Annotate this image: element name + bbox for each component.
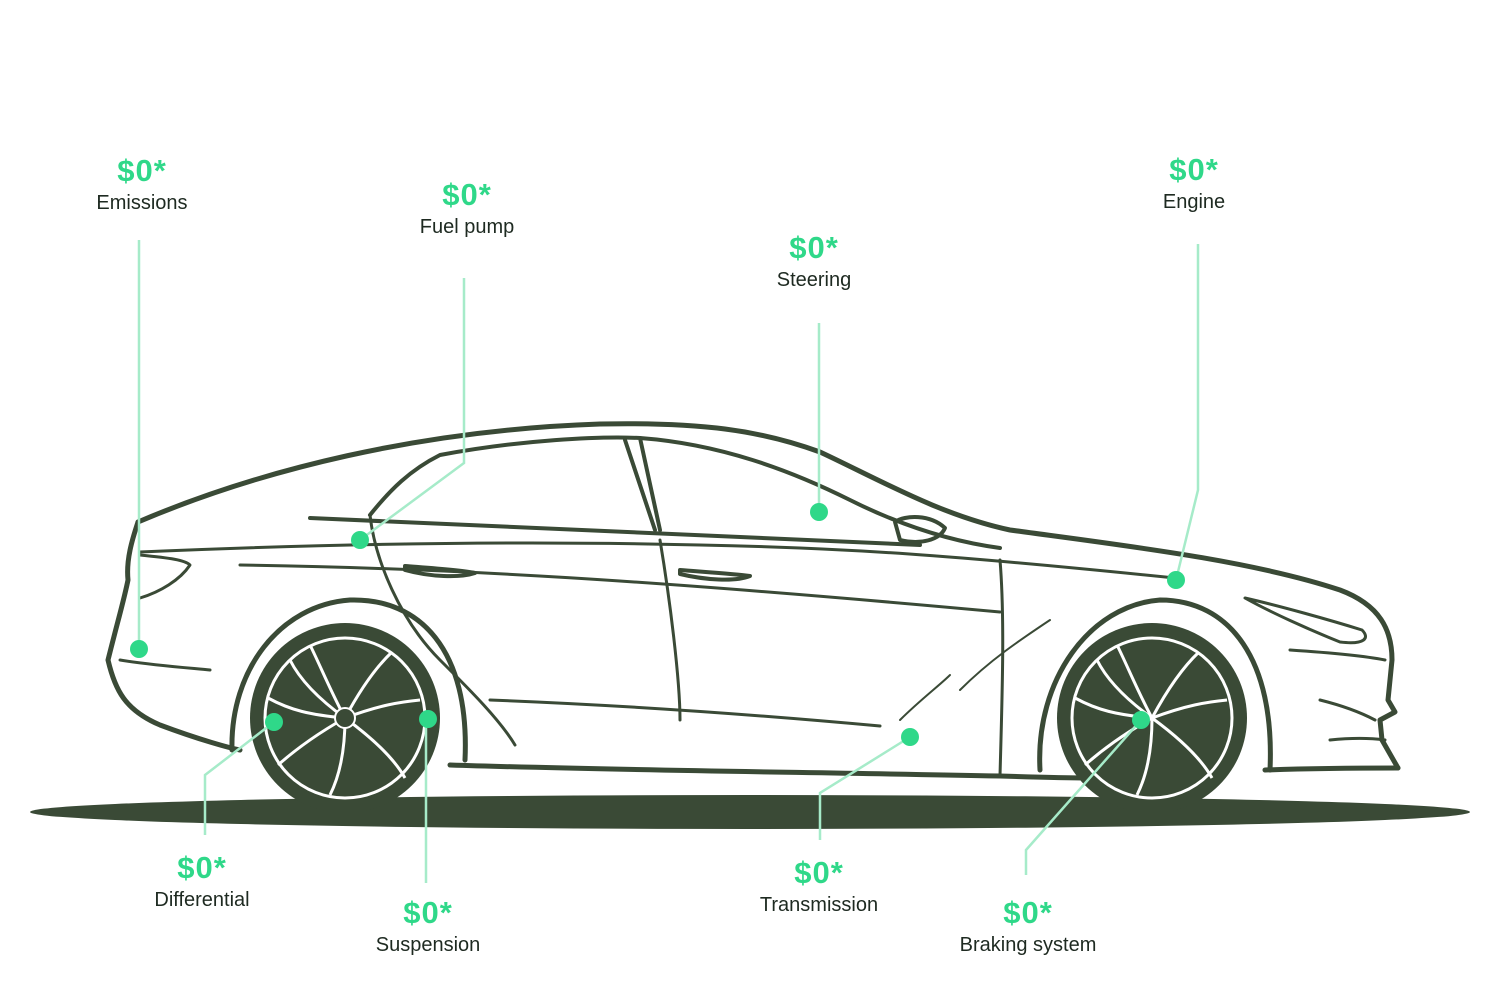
steering-label: Steering bbox=[776, 269, 852, 291]
fuel-pump-hotspot[interactable] bbox=[351, 531, 369, 549]
fuel-pump-price: $0* bbox=[442, 177, 492, 212]
engine-label: Engine bbox=[1162, 191, 1226, 213]
callout-emissions: $0* Emissions bbox=[32, 154, 252, 216]
engine-leader bbox=[1174, 244, 1200, 581]
suspension-label: Suspension bbox=[375, 934, 481, 956]
engine-price: $0* bbox=[1169, 152, 1219, 187]
suspension-hotspot[interactable] bbox=[419, 710, 437, 728]
transmission-label: Transmission bbox=[759, 894, 879, 916]
differential-price: $0* bbox=[177, 850, 227, 885]
steering-price: $0* bbox=[789, 230, 839, 265]
leader-lines bbox=[137, 240, 1200, 883]
transmission-leader bbox=[818, 735, 911, 840]
steering-hotspot[interactable] bbox=[810, 503, 828, 521]
suspension-price: $0* bbox=[403, 895, 453, 930]
callout-transmission: $0* Transmission bbox=[709, 856, 929, 918]
transmission-price: $0* bbox=[794, 855, 844, 890]
front-wheel bbox=[1057, 623, 1247, 813]
differential-label: Differential bbox=[154, 889, 250, 911]
emissions-hotspot[interactable] bbox=[130, 640, 148, 658]
callout-differential: $0* Differential bbox=[92, 851, 312, 913]
callout-braking-system: $0* Braking system bbox=[918, 896, 1138, 958]
braking-hotspot[interactable] bbox=[1132, 711, 1150, 729]
braking-price: $0* bbox=[1003, 895, 1053, 930]
callout-steering: $0* Steering bbox=[704, 231, 924, 293]
roof-line bbox=[135, 421, 1401, 771]
fuel-pump-label: Fuel pump bbox=[419, 216, 515, 238]
callout-fuel-pump: $0* Fuel pump bbox=[357, 178, 577, 240]
emissions-price: $0* bbox=[117, 153, 167, 188]
transmission-hotspot[interactable] bbox=[901, 728, 919, 746]
ground-shadow bbox=[30, 795, 1470, 829]
differential-leader bbox=[203, 721, 275, 835]
emissions-label: Emissions bbox=[96, 192, 188, 214]
braking-label: Braking system bbox=[959, 934, 1097, 956]
callout-suspension: $0* Suspension bbox=[318, 896, 538, 958]
hotspots bbox=[130, 503, 1185, 746]
differential-hotspot[interactable] bbox=[265, 713, 283, 731]
braking-leader bbox=[1024, 719, 1142, 875]
rear-wheel bbox=[250, 623, 440, 813]
callout-engine: $0* Engine bbox=[1084, 153, 1304, 215]
fuel-pump-leader bbox=[359, 278, 466, 542]
car-body bbox=[105, 421, 1401, 781]
engine-hotspot[interactable] bbox=[1167, 571, 1185, 589]
